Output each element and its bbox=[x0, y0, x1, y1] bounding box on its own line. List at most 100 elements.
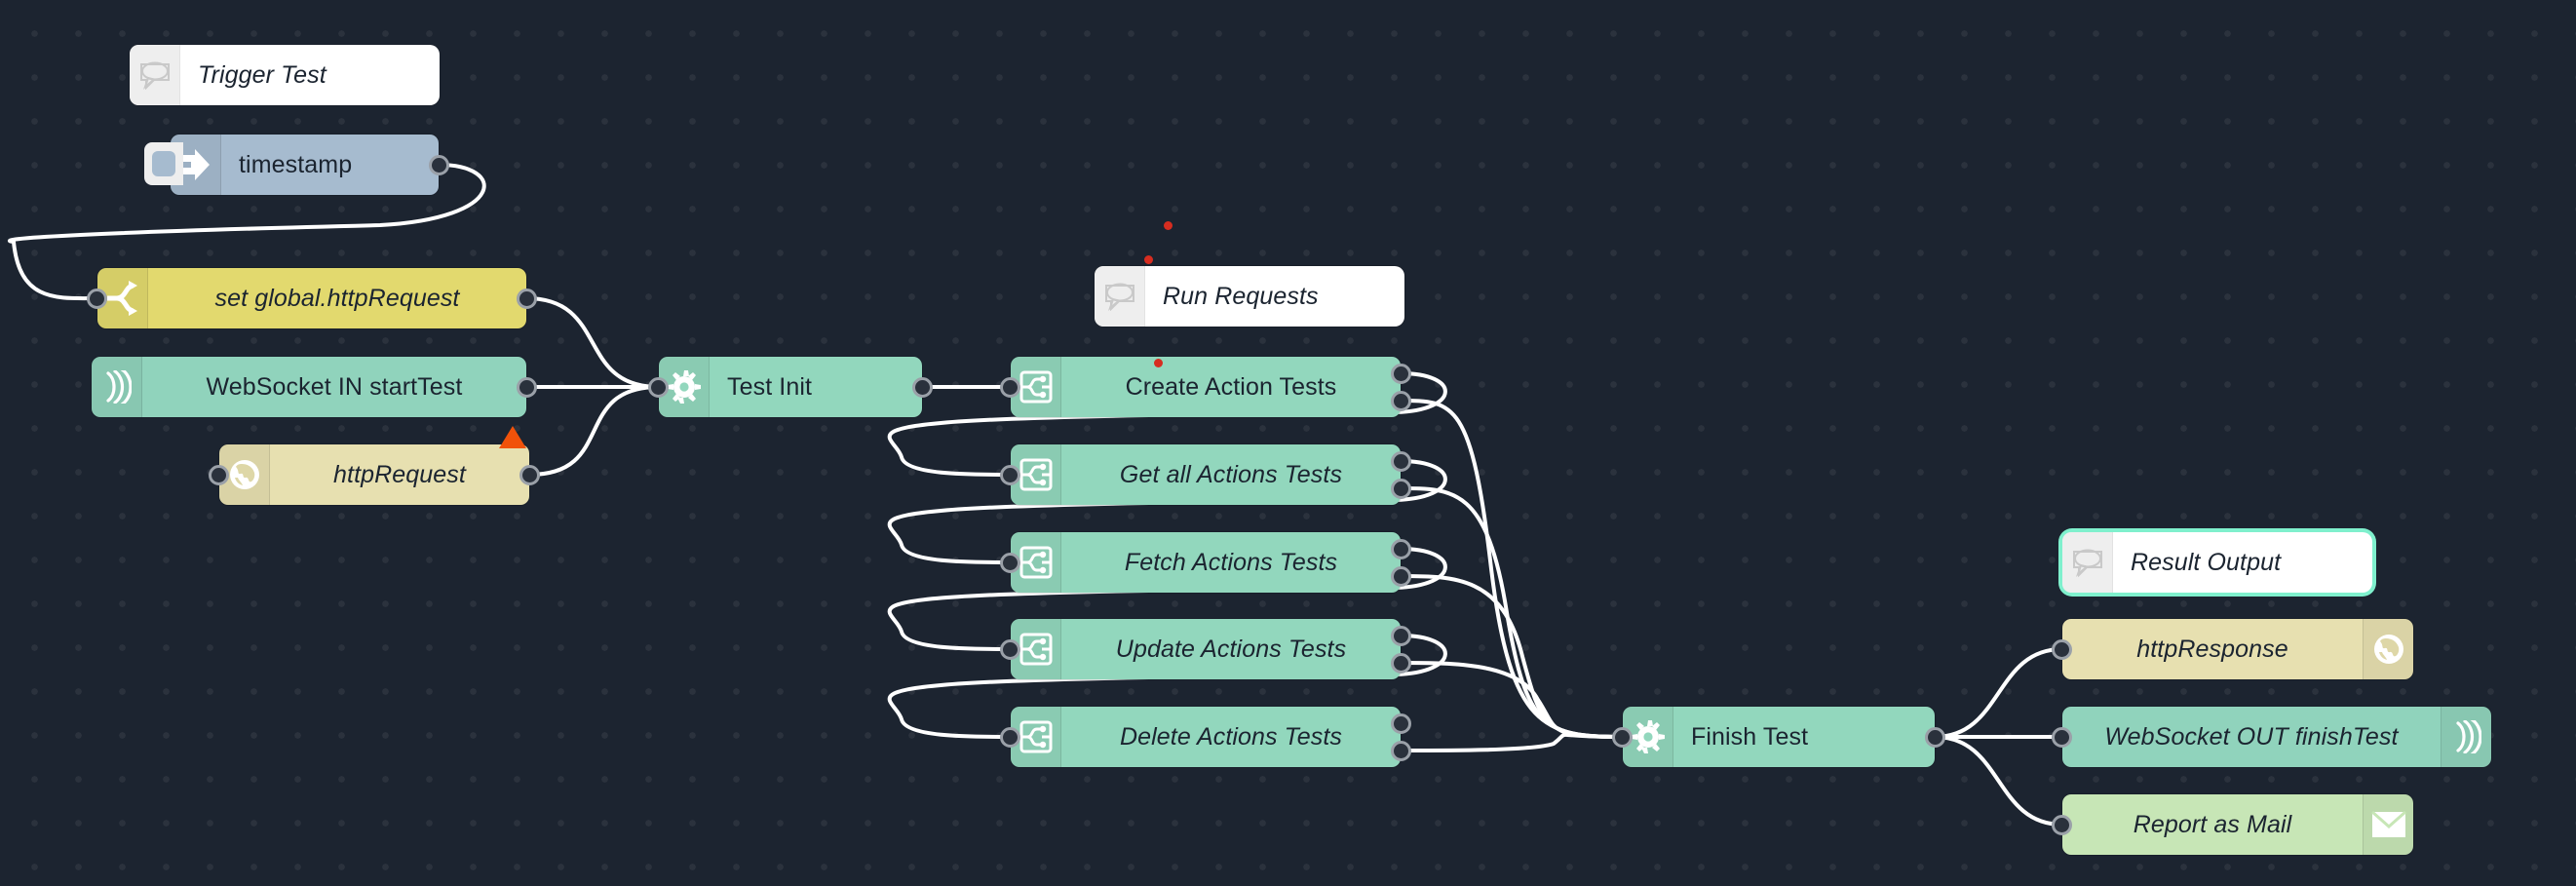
envelope-icon bbox=[2370, 811, 2406, 837]
input-port[interactable] bbox=[1000, 464, 1020, 485]
node-label: Create Action Tests bbox=[1125, 372, 1337, 401]
output-port[interactable] bbox=[519, 464, 540, 485]
output-port-1[interactable] bbox=[1391, 538, 1411, 559]
output-port[interactable] bbox=[517, 376, 537, 398]
output-port-1[interactable] bbox=[1391, 713, 1411, 734]
wire-set-global-to-test-init bbox=[525, 296, 660, 389]
input-port[interactable] bbox=[2052, 638, 2072, 660]
node-label: Result Output bbox=[2131, 548, 2282, 576]
node-label: WebSocket OUT finishTest bbox=[2104, 722, 2399, 751]
globe-icon bbox=[229, 460, 259, 489]
comment-icon-box bbox=[2062, 532, 2113, 593]
output-port[interactable] bbox=[912, 376, 933, 398]
wire-create-to-finish bbox=[1400, 399, 1624, 739]
comment-icon bbox=[1104, 283, 1134, 311]
input-port[interactable] bbox=[2052, 814, 2072, 835]
node-label: Test Init bbox=[727, 372, 813, 401]
node-get-all-actions[interactable]: Get all Actions Tests bbox=[1000, 444, 1411, 505]
node-finish-test[interactable]: Finish Test bbox=[1612, 707, 1945, 767]
gear-icon bbox=[1631, 720, 1665, 753]
warning-triangle-http-request bbox=[499, 426, 526, 448]
output-port-1[interactable] bbox=[1391, 625, 1411, 646]
globe-icon bbox=[2373, 635, 2403, 664]
output-port[interactable] bbox=[429, 154, 449, 175]
wire-delete-to-finish bbox=[1400, 732, 1624, 752]
status-dot-run-requests-top bbox=[1164, 221, 1173, 230]
node-label: WebSocket IN startTest bbox=[206, 372, 463, 401]
status-dot-create-action bbox=[1154, 359, 1163, 367]
branch-icon bbox=[106, 281, 137, 316]
node-label: Get all Actions Tests bbox=[1119, 460, 1343, 488]
status-dot-run-requests bbox=[1144, 255, 1153, 264]
wire-http-request-to-test-init bbox=[528, 385, 660, 477]
subflow-icon bbox=[1019, 720, 1052, 753]
wire-update-to-finish bbox=[1400, 661, 1624, 739]
wire-finish-to-http-response bbox=[1934, 647, 2063, 739]
subflow-icon bbox=[1019, 370, 1052, 404]
subflow-icon bbox=[1019, 546, 1052, 579]
input-port[interactable] bbox=[87, 288, 107, 309]
node-fetch-actions[interactable]: Fetch Actions Tests bbox=[1000, 532, 1411, 593]
output-port-2[interactable] bbox=[1391, 565, 1411, 587]
node-label: Delete Actions Tests bbox=[1119, 722, 1343, 751]
output-port-1[interactable] bbox=[1391, 450, 1411, 472]
node-label: Report as Mail bbox=[2133, 810, 2292, 838]
arrow-right-icon bbox=[181, 149, 210, 180]
subflow-icon bbox=[1019, 458, 1052, 491]
envelope-icon-box bbox=[2363, 794, 2413, 855]
wire-get-all-to-finish bbox=[1400, 486, 1624, 739]
input-port[interactable] bbox=[1000, 376, 1020, 398]
output-port[interactable] bbox=[1925, 726, 1945, 748]
node-label: Finish Test bbox=[1691, 722, 1809, 751]
node-label: Trigger Test bbox=[198, 60, 327, 89]
node-label: Run Requests bbox=[1163, 282, 1319, 310]
subflow-icon bbox=[1019, 633, 1052, 666]
gear-icon bbox=[667, 370, 701, 404]
node-result-output[interactable]: Result Output bbox=[2062, 532, 2372, 593]
node-label: httpResponse bbox=[2136, 635, 2288, 663]
signal-icon bbox=[105, 370, 132, 404]
node-http-request[interactable]: httpRequest bbox=[209, 444, 540, 505]
node-update-actions[interactable]: Update Actions Tests bbox=[1000, 619, 1411, 679]
node-run-requests[interactable]: Run Requests bbox=[1095, 266, 1404, 327]
node-create-action-tests[interactable]: Create Action Tests bbox=[1000, 357, 1411, 417]
node-websocket-out[interactable]: WebSocket OUT finishTest bbox=[2052, 707, 2491, 767]
signal-icon bbox=[2455, 720, 2481, 753]
node-http-response[interactable]: httpResponse bbox=[2052, 619, 2413, 679]
signal-icon-box bbox=[2441, 707, 2491, 767]
comment-icon bbox=[139, 61, 170, 90]
inject-trigger-button[interactable] bbox=[144, 142, 183, 185]
input-port[interactable] bbox=[209, 464, 229, 485]
globe-icon-box bbox=[2363, 619, 2413, 679]
node-delete-actions[interactable]: Delete Actions Tests bbox=[1000, 707, 1411, 767]
signal-icon-box bbox=[92, 357, 142, 417]
input-port[interactable] bbox=[648, 376, 669, 398]
output-port-1[interactable] bbox=[1391, 363, 1411, 384]
input-port[interactable] bbox=[1000, 552, 1020, 573]
input-port[interactable] bbox=[1000, 726, 1020, 748]
node-label: httpRequest bbox=[333, 460, 466, 488]
wire-finish-to-report-mail bbox=[1934, 735, 2063, 827]
node-label: Fetch Actions Tests bbox=[1124, 548, 1338, 576]
node-label: Update Actions Tests bbox=[1115, 635, 1347, 663]
node-trigger-test[interactable]: Trigger Test bbox=[130, 45, 440, 105]
output-port[interactable] bbox=[517, 288, 537, 309]
node-set-global-http[interactable]: set global.httpRequest bbox=[87, 268, 537, 328]
node-websocket-in[interactable]: WebSocket IN startTest bbox=[92, 357, 537, 417]
node-test-init[interactable]: Test Init bbox=[648, 357, 933, 417]
output-port-2[interactable] bbox=[1391, 652, 1411, 674]
output-port-2[interactable] bbox=[1391, 740, 1411, 761]
node-report-as-mail[interactable]: Report as Mail bbox=[2052, 794, 2413, 855]
wire-fetch-to-finish bbox=[1400, 574, 1624, 739]
node-timestamp[interactable]: timestamp bbox=[144, 135, 449, 195]
input-port[interactable] bbox=[2052, 726, 2072, 748]
input-port[interactable] bbox=[1000, 638, 1020, 660]
output-port-2[interactable] bbox=[1391, 390, 1411, 411]
node-label: timestamp bbox=[239, 150, 353, 178]
node-label: set global.httpRequest bbox=[214, 284, 460, 312]
comment-icon-box bbox=[1095, 266, 1145, 327]
output-port-2[interactable] bbox=[1391, 478, 1411, 499]
comment-icon-box bbox=[130, 45, 180, 105]
input-port[interactable] bbox=[1612, 726, 1633, 748]
